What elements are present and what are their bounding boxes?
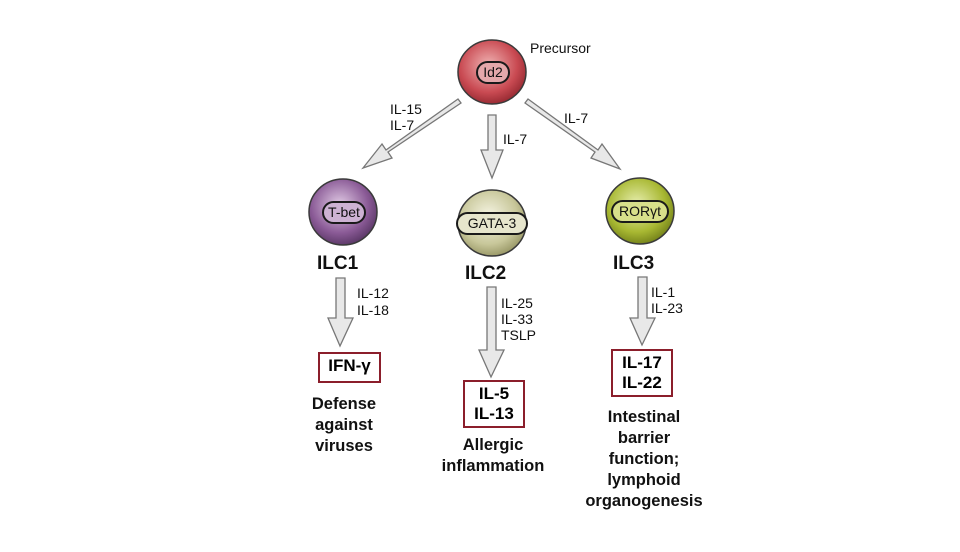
ilc2-name: ILC2	[465, 263, 507, 284]
ilc1-function: Defense against viruses	[294, 394, 394, 457]
precursor-label: Precursor	[530, 40, 591, 56]
ilc3-function-line-2: barrier	[617, 429, 671, 447]
ilc2-function: Allergic inflammation	[428, 435, 558, 477]
ilc1-function-line-1: Defense	[311, 395, 377, 413]
ilc2-product-1: IL-5	[478, 384, 510, 403]
ilc3-function: Intestinal barrier function; lymphoid or…	[572, 407, 716, 512]
ilc3-effector-signal-2: IL-23	[651, 300, 683, 316]
ilc3-product-2: IL-22	[622, 373, 662, 392]
ilc3-signal-1: IL-7	[564, 110, 589, 126]
ilc3-product-box: IL-17 IL-22	[611, 349, 673, 397]
ilc2-effector-signal-1: IL-25	[501, 295, 533, 311]
ilc3-effector-signal-1: IL-1	[651, 284, 676, 300]
ilc3-function-line-5: organogenesis	[585, 492, 703, 510]
arrow-ilc2-to-product	[477, 286, 506, 379]
ilc2-product-2: IL-13	[474, 404, 514, 423]
ilc2-effector-signal-2: IL-33	[501, 311, 533, 327]
ilc3-name: ILC3	[613, 253, 655, 274]
ilc2-signal-1: IL-7	[503, 131, 528, 147]
ilc2-product-box: IL-5 IL-13	[463, 380, 525, 428]
arrow-ilc1-to-product	[327, 277, 355, 348]
ilc3-function-line-4: lymphoid	[607, 471, 681, 489]
ilc3-function-line-1: Intestinal	[607, 408, 681, 426]
ilc2-function-line-2: inflammation	[441, 457, 545, 475]
arrow-ilc3-to-product	[628, 276, 657, 347]
ilc1-signal-2: IL-7	[390, 117, 415, 133]
ilc2-function-line-1: Allergic	[462, 436, 524, 454]
ilc1-name: ILC1	[317, 253, 359, 274]
ilc3-product-1: IL-17	[622, 353, 662, 372]
ilc1-effector-signal-1: IL-12	[357, 285, 389, 301]
arrow-precursor-to-ilc2	[480, 114, 504, 180]
ilc2-effector-signal-3: TSLP	[501, 327, 537, 343]
ilc1-marker: T-bet	[322, 201, 366, 224]
ilc3-function-line-3: function;	[608, 450, 680, 468]
ilc1-function-line-2: against	[315, 416, 373, 434]
ilc3-marker: RORγt	[611, 200, 669, 223]
ilc2-marker: GATA-3	[456, 212, 528, 235]
arrow-precursor-to-ilc3	[524, 98, 622, 171]
ilc1-signal-1: IL-15	[390, 101, 422, 117]
ilc1-effector-signal-2: IL-18	[357, 302, 389, 318]
ilc1-product-box: IFN-γ	[318, 352, 381, 383]
arrow-precursor-to-ilc1	[361, 98, 462, 170]
precursor-marker: Id2	[476, 61, 510, 84]
ilc1-function-line-3: viruses	[315, 437, 373, 455]
ilc1-product-1: IFN-γ	[328, 356, 371, 375]
